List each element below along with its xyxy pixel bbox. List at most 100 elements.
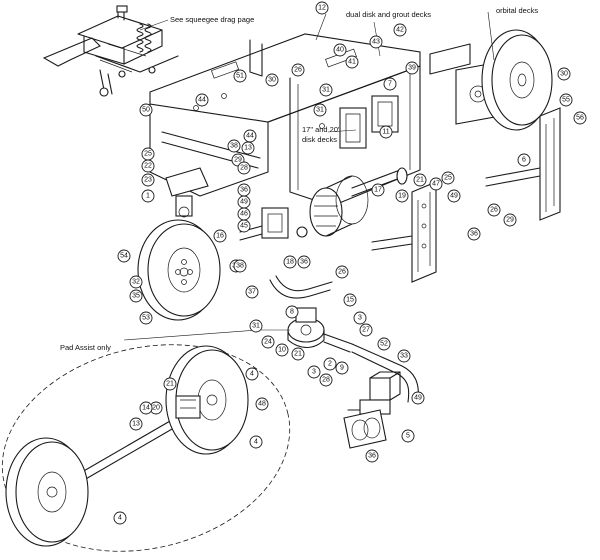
callout-4: 4	[245, 367, 259, 381]
svg-text:13: 13	[244, 145, 252, 152]
svg-text:54: 54	[120, 253, 128, 260]
svg-text:45: 45	[240, 223, 248, 230]
svg-text:12: 12	[318, 5, 326, 12]
callout-47: 47	[429, 177, 443, 191]
callout-22: 22	[141, 159, 155, 173]
callout-52: 52	[377, 337, 391, 351]
svg-text:51: 51	[236, 73, 244, 80]
callout-30: 30	[557, 67, 571, 81]
svg-text:49: 49	[414, 395, 422, 402]
note-disk-1720-line1: 17" and 20"	[302, 125, 341, 134]
vacuum-hose	[269, 275, 333, 299]
callout-36: 36	[467, 227, 481, 241]
svg-text:7: 7	[388, 81, 392, 88]
callout-44: 44	[195, 93, 209, 107]
svg-text:21: 21	[294, 351, 302, 358]
note-orbital: orbital decks	[496, 6, 538, 15]
svg-text:25: 25	[444, 175, 452, 182]
callout-11: 11	[379, 125, 393, 139]
note-dual-disk: dual disk and grout decks	[346, 10, 431, 19]
squeegee-spring	[136, 23, 152, 53]
svg-text:3: 3	[312, 369, 316, 376]
callout-45: 45	[237, 219, 251, 233]
callout-42: 42	[393, 23, 407, 37]
callout-38: 38	[233, 259, 247, 273]
svg-text:26: 26	[294, 67, 302, 74]
callout-33: 33	[397, 349, 411, 363]
svg-text:48: 48	[258, 401, 266, 408]
svg-text:16: 16	[216, 233, 224, 240]
svg-text:29: 29	[234, 157, 242, 164]
callout-18: 18	[283, 255, 297, 269]
drive-hub	[239, 207, 308, 241]
svg-text:26: 26	[490, 207, 498, 214]
right-side-plate	[371, 181, 437, 283]
callout-4: 4	[113, 511, 127, 525]
callout-41: 41	[345, 55, 359, 69]
svg-text:1: 1	[146, 193, 150, 200]
svg-text:9: 9	[340, 365, 344, 372]
note-pad-assist: Pad Assist only	[60, 343, 111, 352]
callout-5: 5	[401, 429, 415, 443]
svg-text:46: 46	[240, 211, 248, 218]
callout-3: 3	[353, 311, 367, 325]
callout-55: 55	[559, 93, 573, 107]
callout-13: 13	[241, 141, 255, 155]
callout-23: 23	[141, 173, 155, 187]
svg-text:2: 2	[328, 361, 332, 368]
pad-assist-outline	[1, 344, 291, 552]
callout-1: 1	[141, 189, 155, 203]
callout-51: 51	[233, 69, 247, 83]
callout-12: 12	[315, 1, 329, 15]
callout-39: 39	[405, 61, 419, 75]
callout-46: 46	[237, 207, 251, 221]
callout-25: 25	[441, 171, 455, 185]
svg-text:10: 10	[278, 347, 286, 354]
svg-text:19: 19	[398, 193, 406, 200]
callout-56: 56	[573, 111, 587, 125]
callout-31: 31	[313, 103, 327, 117]
svg-text:28: 28	[322, 377, 330, 384]
svg-text:14: 14	[142, 405, 150, 412]
svg-text:33: 33	[400, 353, 408, 360]
svg-text:4: 4	[254, 439, 258, 446]
callout-21: 21	[291, 347, 305, 361]
svg-text:38: 38	[230, 143, 238, 150]
svg-text:39: 39	[408, 65, 416, 72]
callout-48: 48	[255, 397, 269, 411]
notes: See squeegee drag page dual disk and gro…	[60, 6, 538, 352]
callout-21: 21	[163, 377, 177, 391]
svg-text:31: 31	[322, 87, 330, 94]
callouts: 12 50 51 44 44 25 22 23 1 38 29 13 28 54…	[113, 1, 587, 525]
svg-text:56: 56	[576, 115, 584, 122]
svg-text:18: 18	[286, 259, 294, 266]
callout-49: 49	[447, 189, 461, 203]
callout-28: 28	[237, 161, 251, 175]
pad-assist-hub	[175, 395, 201, 419]
pad-assist-wheel-front	[5, 437, 89, 547]
callout-8: 8	[285, 305, 299, 319]
callout-13: 13	[129, 417, 143, 431]
callout-31: 31	[249, 319, 263, 333]
callout-26: 26	[335, 265, 349, 279]
svg-text:36: 36	[470, 231, 478, 238]
svg-text:6: 6	[522, 157, 526, 164]
svg-text:24: 24	[264, 339, 272, 346]
callout-2: 2	[323, 357, 337, 371]
svg-text:4: 4	[118, 515, 122, 522]
orbital-wheel	[481, 29, 553, 131]
callout-43: 43	[369, 35, 383, 49]
callout-3: 3	[307, 365, 321, 379]
svg-text:31: 31	[252, 323, 260, 330]
callout-26: 26	[487, 203, 501, 217]
callout-50: 50	[139, 103, 153, 117]
pad-assist-wheel-rear	[165, 345, 249, 455]
callout-36: 36	[297, 255, 311, 269]
callout-49: 49	[237, 195, 251, 209]
callout-31: 31	[319, 83, 333, 97]
svg-text:42: 42	[396, 27, 404, 34]
svg-text:44: 44	[198, 97, 206, 104]
svg-text:32: 32	[132, 279, 140, 286]
svg-text:3: 3	[358, 315, 362, 322]
